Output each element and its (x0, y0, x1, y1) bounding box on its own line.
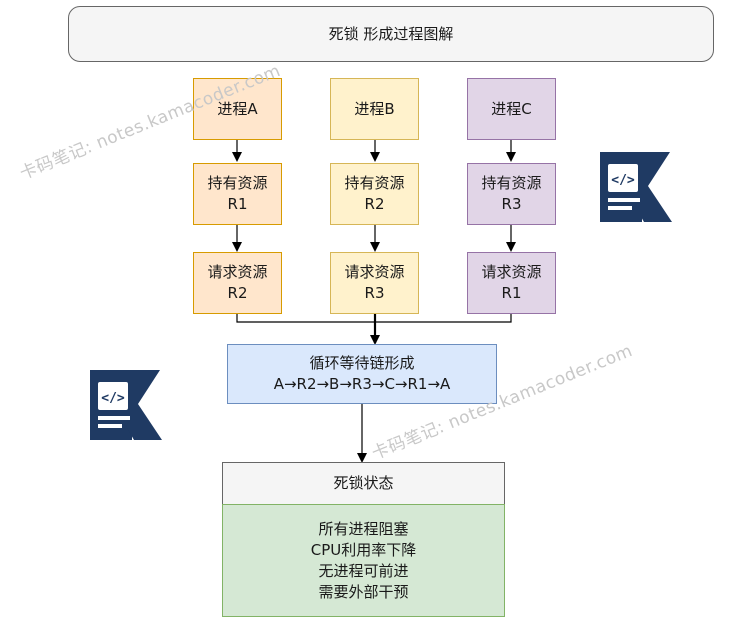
kamacoder-logo-icon: </> (90, 370, 162, 440)
cycle-wait-box: 循环等待链形成 A→R2→B→R3→C→R1→A (227, 344, 497, 404)
cycle-chain: A→R2→B→R3→C→R1→A (273, 375, 451, 393)
requests-label: 请求资源 (344, 263, 405, 281)
deadlock-header: 死锁状态 (222, 462, 505, 505)
process-c-requests-box: 请求资源 R1 (467, 252, 556, 314)
process-b-requests-box: 请求资源 R3 (330, 252, 419, 314)
process-c-label: 进程C (491, 99, 532, 118)
deadlock-effects-box: 所有进程阻塞 CPU利用率下降 无进程可前进 需要外部干预 (222, 504, 505, 617)
requests-label: 请求资源 (207, 263, 268, 281)
deadlock-header-text: 死锁状态 (333, 474, 394, 492)
requests-label: 请求资源 (481, 263, 542, 281)
process-a-label: 进程A (217, 99, 258, 118)
requests-resource: R1 (501, 284, 522, 302)
process-b-label: 进程B (354, 99, 395, 118)
holds-label: 持有资源 (344, 174, 405, 192)
process-c-box: 进程C (467, 78, 556, 140)
process-c-holds-box: 持有资源 R3 (467, 163, 556, 225)
title-text: 死锁 形成过程图解 (328, 24, 454, 43)
holds-resource: R3 (501, 195, 522, 213)
effect-item: CPU利用率下降 (310, 540, 417, 559)
requests-resource: R3 (364, 284, 385, 302)
requests-resource: R2 (227, 284, 248, 302)
process-b-holds-box: 持有资源 R2 (330, 163, 419, 225)
process-b-box: 进程B (330, 78, 419, 140)
cycle-title: 循环等待链形成 (309, 354, 415, 372)
holds-resource: R2 (364, 195, 385, 213)
process-a-requests-box: 请求资源 R2 (193, 252, 282, 314)
diagram-title: 死锁 形成过程图解 (68, 6, 714, 62)
merge-c (375, 314, 512, 323)
process-a-box: 进程A (193, 78, 282, 140)
effect-item: 无进程可前进 (318, 561, 409, 580)
process-a-holds-box: 持有资源 R1 (193, 163, 282, 225)
effect-item: 需要外部干预 (318, 582, 409, 601)
svg-text:</>: </> (101, 391, 125, 406)
holds-label: 持有资源 (481, 174, 542, 192)
holds-label: 持有资源 (207, 174, 268, 192)
merge-a (236, 314, 375, 323)
effect-item: 所有进程阻塞 (318, 519, 409, 538)
kamacoder-logo-icon: </> (600, 152, 672, 222)
svg-text:</>: </> (611, 173, 635, 188)
holds-resource: R1 (227, 195, 248, 213)
